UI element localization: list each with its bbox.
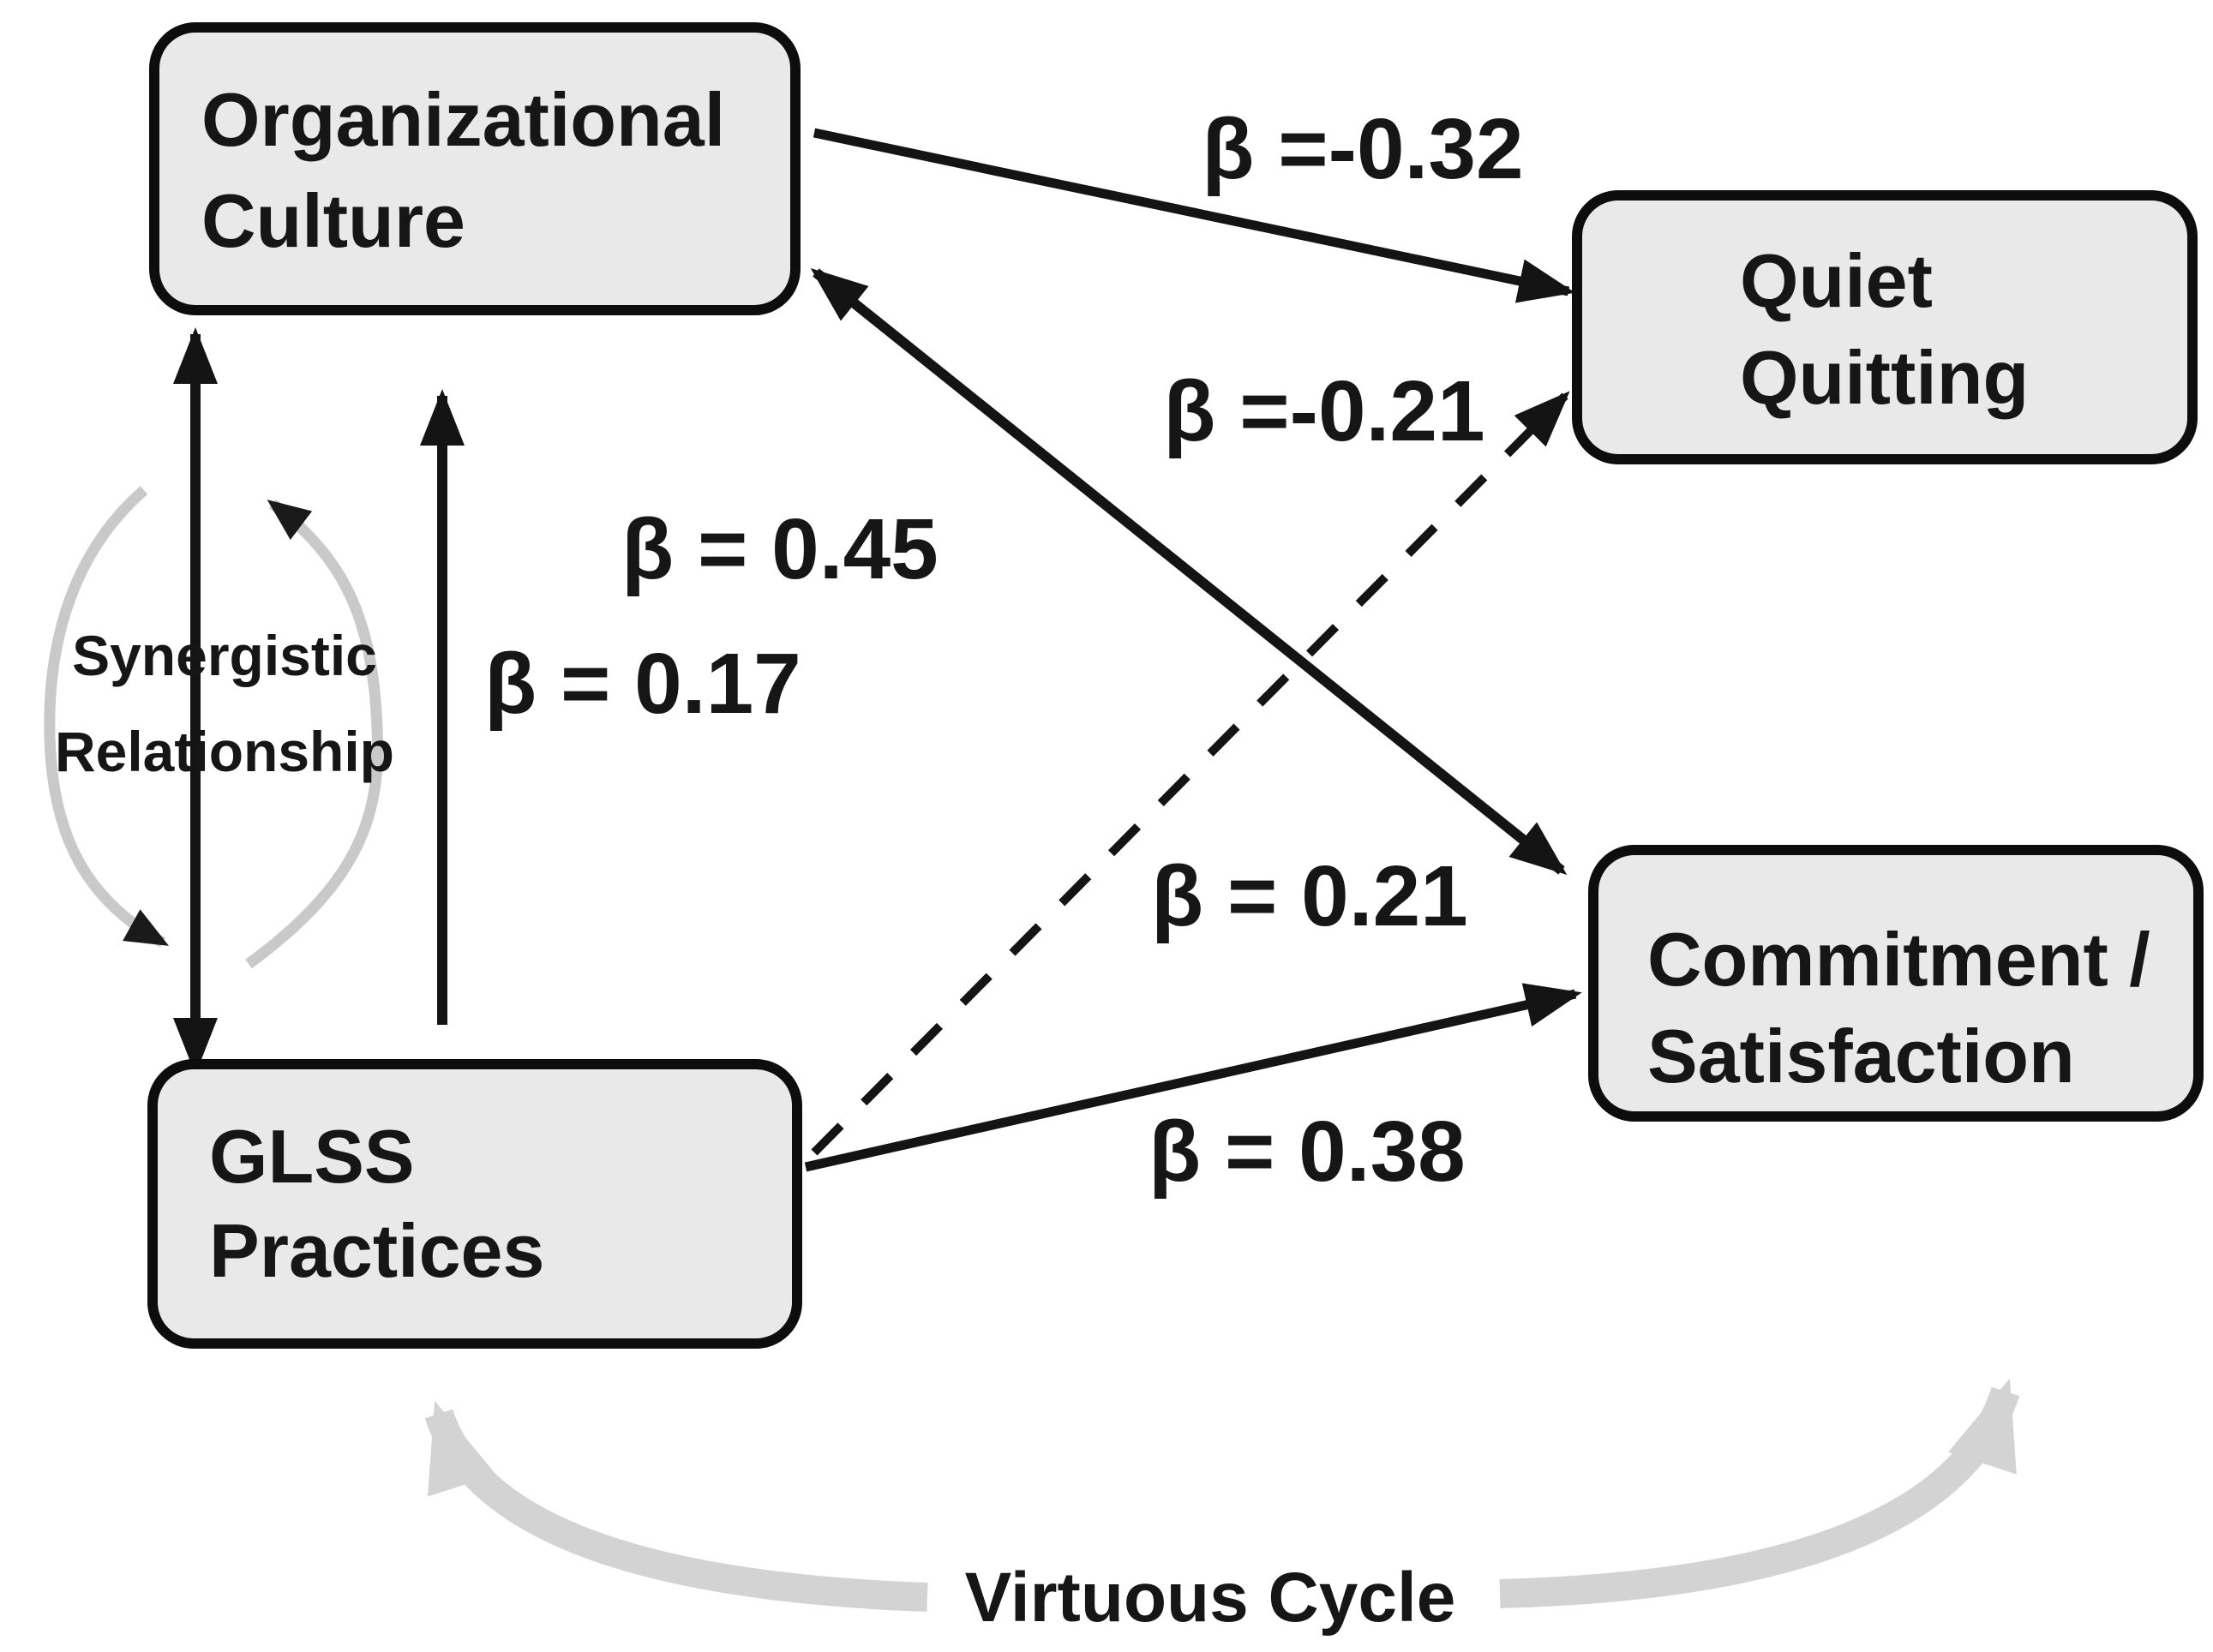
synergy-cycle-arc-left — [44, 486, 169, 948]
node-quiet-quitting: Quiet Quitting — [1572, 190, 2198, 464]
beta-label-glss-qq: β =-0.21 — [1163, 363, 1484, 459]
virtuous-cycle-label: Virtuous Cycle — [965, 1559, 1456, 1637]
node-quiet-quitting-label-line2: Quitting — [1740, 335, 2029, 420]
synergistic-relationship-label-line2: Relationship — [55, 720, 394, 783]
node-commitment-satisfaction-label-line1: Commitment / — [1647, 917, 2150, 1002]
beta-label-oc-qq: β =-0.32 — [1202, 101, 1523, 197]
edge-glss-to-qq-dashed — [811, 391, 1570, 1156]
node-glss-practices-label-line1: GLSS — [209, 1114, 415, 1199]
node-quiet-quitting-box — [1572, 190, 2198, 464]
node-glss-practices: GLSS Practices — [147, 1059, 802, 1349]
node-commitment-satisfaction: Commitment / Satisfaction — [1588, 845, 2204, 1122]
edge-oc-to-qq — [813, 128, 1575, 303]
edge-glss-to-cs — [804, 983, 1582, 1172]
edge-oc-cs-bidirectional — [810, 267, 1568, 876]
beta-label-glss-cs: β = 0.38 — [1148, 1104, 1466, 1200]
virtuous-cycle-swoosh-right — [1499, 1378, 2020, 1608]
synergistic-relationship-label-line1: Synergistic — [72, 624, 377, 687]
node-organizational-culture-label-line2: Culture — [201, 178, 465, 263]
node-commitment-satisfaction-box — [1588, 845, 2204, 1122]
virtuous-cycle-swoosh-left — [424, 1400, 928, 1612]
node-glss-practices-box — [147, 1059, 802, 1349]
node-organizational-culture: Organizational Culture — [149, 22, 801, 315]
beta-label-oc-cs: β = 0.21 — [1151, 848, 1468, 944]
beta-label-glss-oc: β = 0.17 — [484, 636, 801, 732]
beta-label-cs-oc: β = 0.45 — [621, 501, 939, 597]
node-organizational-culture-label-line1: Organizational — [201, 77, 725, 162]
node-glss-practices-label-line2: Practices — [209, 1208, 544, 1293]
synergy-cycle-arc-right — [245, 499, 384, 969]
node-commitment-satisfaction-label-line2: Satisfaction — [1647, 1014, 2075, 1098]
node-organizational-culture-box — [149, 22, 801, 315]
node-quiet-quitting-label-line1: Quiet — [1740, 238, 1933, 323]
